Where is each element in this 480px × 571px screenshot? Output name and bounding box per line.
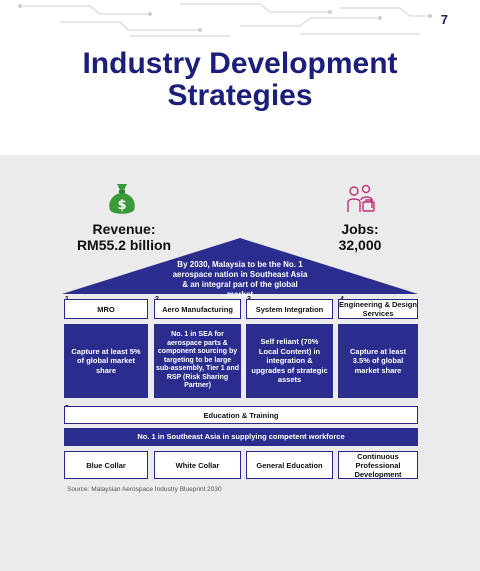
money-bag-icon: $ — [109, 184, 135, 214]
house-roof — [62, 238, 418, 294]
svg-text:$: $ — [117, 198, 126, 213]
education-item-white-collar: White Collar — [154, 451, 241, 479]
pillar-body-mro: Capture at least 5% of global market sha… — [64, 324, 148, 398]
jobs-label: Jobs: — [341, 221, 379, 237]
source-note: Source: Malaysian Aerospace Industry Blu… — [67, 486, 222, 493]
pillar-heading-engineering-design: Engineering & Design Services — [338, 299, 418, 319]
page-number: 7 — [440, 12, 448, 27]
pillar-body-aero-manufacturing: No. 1 in SEA for aerospace parts & compo… — [154, 324, 241, 398]
pillar-heading-aero-manufacturing: Aero Manufacturing — [154, 299, 241, 319]
education-heading: Education & Training — [64, 406, 418, 424]
education-item-general-education: General Education — [246, 451, 333, 479]
title-line-1: Industry Development — [82, 47, 398, 80]
circuit-decoration — [18, 3, 432, 37]
roof-vision-text: By 2030, Malaysia to be the No. 1 aerosp… — [172, 260, 308, 299]
pillar-heading-mro: MRO — [64, 299, 148, 319]
title-line-2: Strategies — [167, 79, 313, 112]
revenue-label: Revenue: — [92, 221, 156, 237]
education-item-continuous-development: Continuous Professional Development — [338, 451, 418, 479]
revenue-stat: Revenue: RM55.2 billion — [64, 221, 184, 253]
team-people-icon — [347, 184, 375, 212]
education-item-blue-collar: Blue Collar — [64, 451, 148, 479]
pillar-body-system-integration: Self reliant (70% Local Content) in inte… — [246, 324, 333, 398]
pillar-body-engineering-design: Capture at least 3.5% of global market s… — [338, 324, 418, 398]
jobs-stat: Jobs: 32,000 — [320, 221, 400, 253]
pillar-heading-system-integration: System Integration — [246, 299, 333, 319]
jobs-value: 32,000 — [338, 237, 382, 253]
page-title: Industry Development Strategies — [0, 48, 480, 112]
education-banner: No. 1 in Southeast Asia in supplying com… — [64, 428, 418, 446]
revenue-value: RM55.2 billion — [76, 237, 172, 253]
